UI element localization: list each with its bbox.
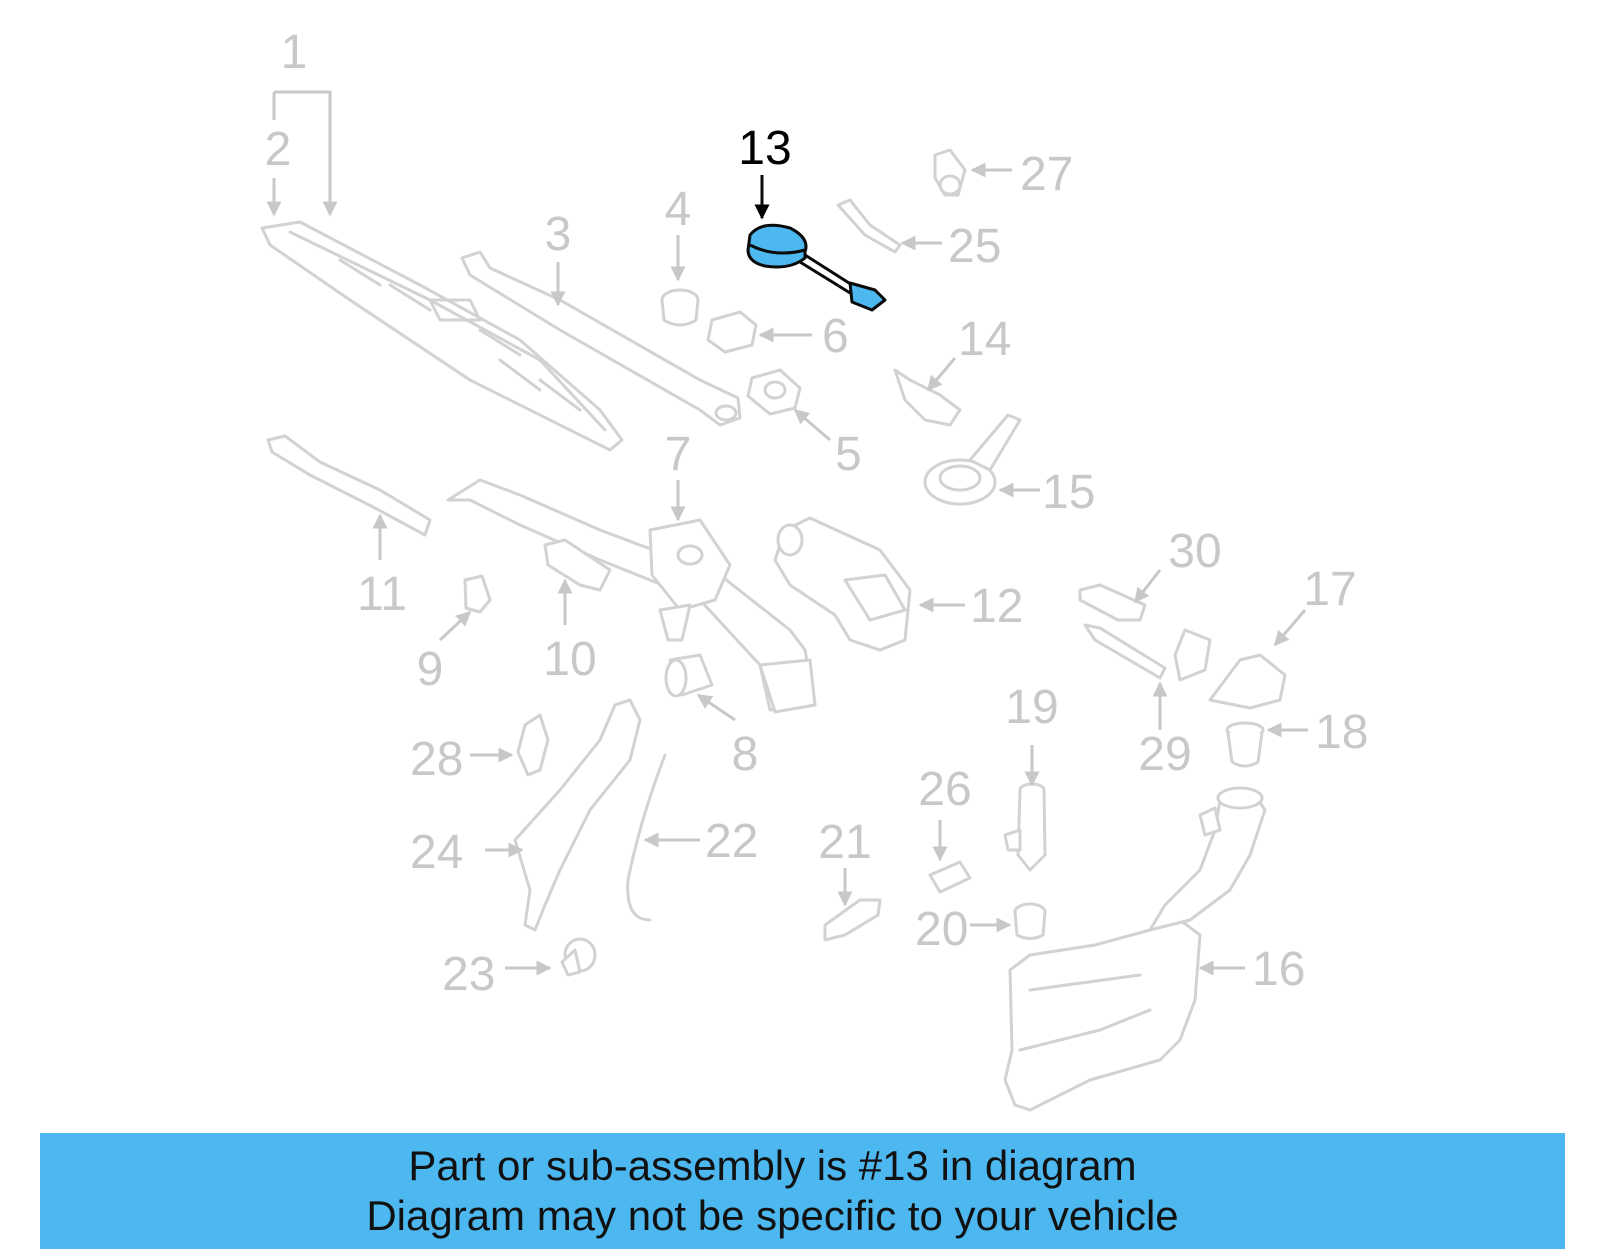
callout-24: 24 xyxy=(410,826,463,879)
info-banner: Part or sub-assembly is #13 in diagram D… xyxy=(40,1133,1565,1249)
callout-14: 14 xyxy=(958,313,1011,366)
callout-25: 25 xyxy=(948,220,1001,273)
callout-29: 29 xyxy=(1138,728,1191,781)
banner-line-part-number: Part or sub-assembly is #13 in diagram xyxy=(408,1142,1137,1189)
callout-9: 9 xyxy=(417,643,444,696)
clip-part-25 xyxy=(836,198,902,254)
seal-part-18 xyxy=(1225,721,1265,768)
callout-3: 3 xyxy=(545,208,572,261)
callout-5: 5 xyxy=(835,428,862,481)
pivot-housing-part-15 xyxy=(923,413,1022,506)
cap-part xyxy=(660,288,700,327)
highlighted-part-13 xyxy=(746,223,887,312)
callout-20: 20 xyxy=(915,903,968,956)
callout-16: 16 xyxy=(1252,943,1305,996)
bracket-part-10 xyxy=(543,538,612,592)
cowl-part-24 xyxy=(513,698,642,932)
grommet-part xyxy=(746,368,802,416)
wiring-part-29 xyxy=(1083,623,1212,682)
callout-4: 4 xyxy=(665,183,692,236)
cap-part-17 xyxy=(1208,653,1287,710)
callout-1: 1 xyxy=(281,26,308,79)
wiper-motor-part xyxy=(773,516,912,652)
hose-part-11 xyxy=(266,434,432,537)
callout-19: 19 xyxy=(1005,681,1058,734)
callout-6: 6 xyxy=(822,310,849,363)
hose-part-22 xyxy=(626,753,667,922)
callout-27: 27 xyxy=(1020,148,1073,201)
grommet-part-26 xyxy=(928,860,972,894)
callout-13: 13 xyxy=(738,122,791,175)
callout-23: 23 xyxy=(442,948,495,1001)
callout-15: 15 xyxy=(1042,466,1095,519)
nut-part xyxy=(706,310,758,354)
callout-21: 21 xyxy=(818,816,871,869)
plug-part-20 xyxy=(1013,902,1047,940)
callout-18: 18 xyxy=(1315,706,1368,759)
bushing-part-8 xyxy=(664,653,714,698)
callout-22: 22 xyxy=(705,815,758,868)
fastener-part-23 xyxy=(560,937,597,977)
wiper-arm-part xyxy=(460,250,742,427)
wiper-linkage-part xyxy=(446,478,817,714)
clip-part-9 xyxy=(463,574,492,614)
callout-30: 30 xyxy=(1168,525,1221,578)
callout-11: 11 xyxy=(357,568,407,621)
callout-2: 2 xyxy=(265,123,292,176)
bracket-part-14 xyxy=(893,368,962,427)
washer-reservoir-part xyxy=(1003,786,1267,1112)
callout-8: 8 xyxy=(732,728,759,781)
washer-pump-part xyxy=(1003,782,1047,872)
callout-12: 12 xyxy=(970,580,1023,633)
fitting-part-27 xyxy=(933,148,967,197)
banner-line-disclaimer: Diagram may not be specific to your vehi… xyxy=(366,1192,1179,1239)
sensor-part-28 xyxy=(516,713,550,777)
callout-7: 7 xyxy=(665,428,692,481)
callout-10: 10 xyxy=(543,633,596,686)
nozzle-part-21 xyxy=(823,898,882,942)
wiper-blade-part xyxy=(260,220,624,452)
callout-17: 17 xyxy=(1303,563,1356,616)
cover-part-30 xyxy=(1078,583,1147,622)
callout-28: 28 xyxy=(410,733,463,786)
callout-26: 26 xyxy=(918,763,971,816)
